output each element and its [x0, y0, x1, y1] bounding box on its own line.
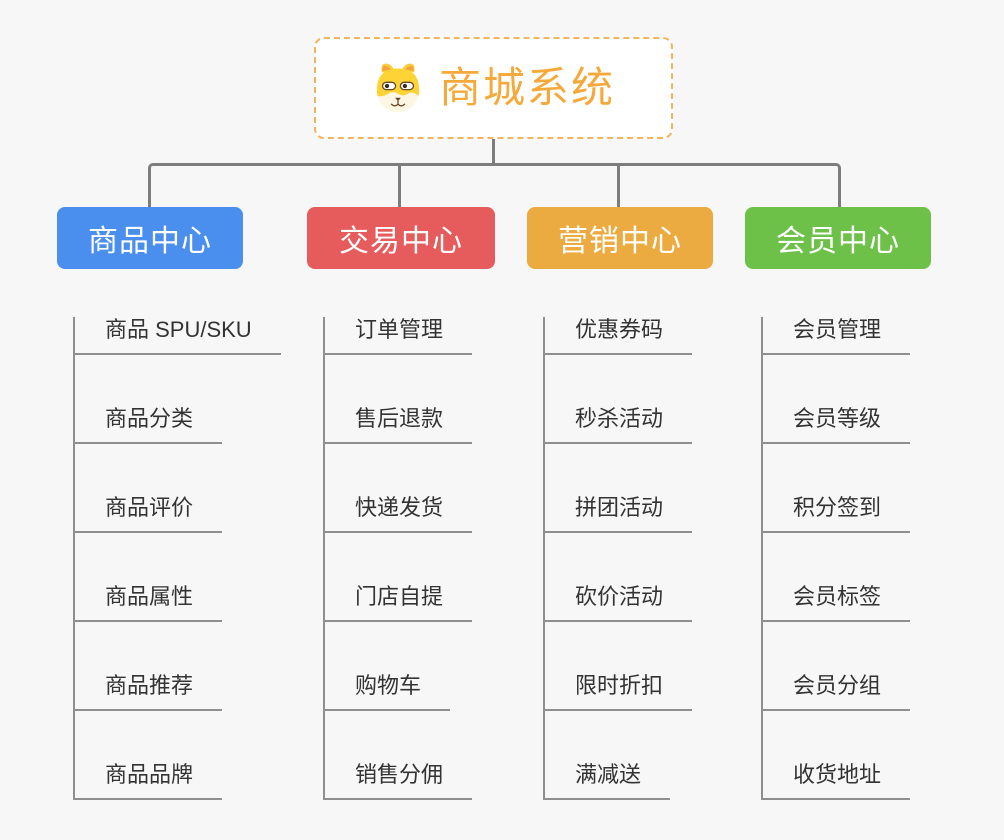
branch-items-trade-center: 订单管理 售后退款 快递发货 门店自提 购物车 销售分佣 — [323, 317, 473, 800]
leaf-node[interactable]: 会员管理 — [763, 317, 911, 355]
leaf-node[interactable]: 商品分类 — [75, 406, 223, 444]
branch-items-marketing-center: 优惠券码 秒杀活动 拼团活动 砍价活动 限时折扣 满减送 — [543, 317, 693, 800]
branch-label: 商品中心 — [88, 225, 212, 258]
leaf-node[interactable]: 销售分佣 — [325, 762, 473, 800]
leaf-node[interactable]: 满减送 — [545, 762, 671, 800]
leaf-node[interactable]: 会员标签 — [763, 584, 911, 622]
leaf-node[interactable]: 秒杀活动 — [545, 406, 693, 444]
root-node[interactable]: 商城系统 — [314, 37, 673, 139]
branch-node-trade-center[interactable]: 交易中心 — [307, 207, 495, 269]
leaf-node[interactable]: 砍价活动 — [545, 584, 693, 622]
leaf-node[interactable]: 商品评价 — [75, 495, 223, 533]
leaf-node[interactable]: 商品推荐 — [75, 673, 223, 711]
leaf-node[interactable]: 优惠券码 — [545, 317, 693, 355]
branch-node-marketing-center[interactable]: 营销中心 — [527, 207, 713, 269]
branch-connector-bus — [148, 163, 841, 212]
leaf-node[interactable]: 会员等级 — [763, 406, 911, 444]
leaf-node[interactable]: 收货地址 — [763, 762, 911, 800]
branch-label: 交易中心 — [339, 225, 463, 258]
root-title: 商城系统 — [438, 64, 615, 111]
leaf-node[interactable]: 快递发货 — [325, 495, 473, 533]
leaf-node[interactable]: 积分签到 — [763, 495, 911, 533]
branch-marketing-center: 营销中心 优惠券码 秒杀活动 拼团活动 砍价活动 限时折扣 满减送 — [527, 207, 713, 800]
root-connector-line — [492, 138, 495, 165]
branch-items-product-center: 商品 SPU/SKU 商品分类 商品评价 商品属性 商品推荐 商品品牌 — [73, 317, 281, 800]
branch-node-member-center[interactable]: 会员中心 — [745, 207, 931, 269]
branch-items-member-center: 会员管理 会员等级 积分签到 会员标签 会员分组 收货地址 — [761, 317, 911, 800]
leaf-node[interactable]: 门店自提 — [325, 584, 473, 622]
leaf-node[interactable]: 商品属性 — [75, 584, 223, 622]
leaf-node[interactable]: 会员分组 — [763, 673, 911, 711]
leaf-node[interactable]: 限时折扣 — [545, 673, 693, 711]
branch-trade-center: 交易中心 订单管理 售后退款 快递发货 门店自提 购物车 销售分佣 — [307, 207, 495, 800]
branch-node-product-center[interactable]: 商品中心 — [57, 207, 243, 269]
leaf-node[interactable]: 售后退款 — [325, 406, 473, 444]
branch-product-center: 商品中心 商品 SPU/SKU 商品分类 商品评价 商品属性 商品推荐 商品品牌 — [57, 207, 281, 800]
branch-label: 会员中心 — [776, 225, 900, 258]
leaf-node[interactable]: 购物车 — [325, 673, 451, 711]
leaf-node[interactable]: 商品品牌 — [75, 762, 223, 800]
dog-face-icon — [376, 63, 420, 113]
leaf-node[interactable]: 商品 SPU/SKU — [75, 317, 281, 355]
branch-connector-drop — [398, 166, 401, 209]
branch-connector-drop — [617, 166, 620, 209]
leaf-node[interactable]: 拼团活动 — [545, 495, 693, 533]
leaf-node[interactable]: 订单管理 — [325, 317, 473, 355]
branch-member-center: 会员中心 会员管理 会员等级 积分签到 会员标签 会员分组 收货地址 — [745, 207, 931, 800]
branch-label: 营销中心 — [558, 225, 682, 258]
